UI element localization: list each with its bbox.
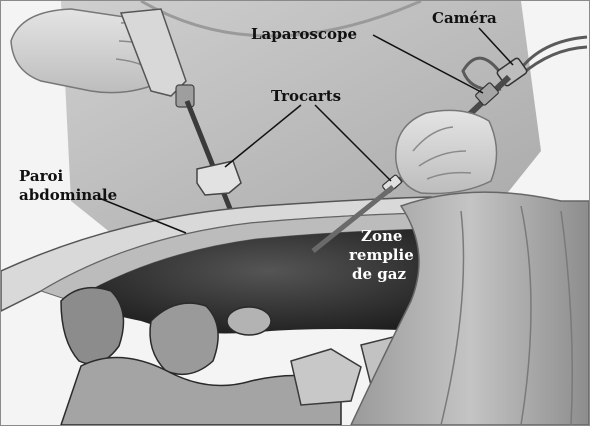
label-paroi-line2: abdominale <box>19 186 117 204</box>
leader-laparoscope <box>372 34 484 94</box>
gas-cavity <box>71 229 431 334</box>
label-trocarts: Trocarts <box>271 87 341 105</box>
laparoscope-eyepiece <box>475 82 499 106</box>
leader-trocarts-left <box>224 104 302 168</box>
drape-folds <box>440 205 573 425</box>
label-camera: Caméra <box>432 9 497 27</box>
laparoscope-internal <box>311 185 395 253</box>
right-fingers <box>412 126 472 180</box>
leader-camera <box>478 27 514 66</box>
label-laparoscope: Laparoscope <box>251 25 357 43</box>
leader-trocarts-right <box>314 104 392 182</box>
surgical-drape <box>350 191 589 425</box>
spine-vertebra <box>290 348 362 406</box>
label-zone-line1: Zone <box>361 227 402 245</box>
label-paroi-line1: Paroi <box>19 167 64 185</box>
right-hand <box>395 109 498 195</box>
instrument-handle-collar <box>175 84 195 108</box>
label-zone-line3: de gaz <box>352 265 406 283</box>
leader-paroi <box>98 197 187 234</box>
label-zone-line2: remplie <box>349 246 414 264</box>
organ-loop-2 <box>149 302 219 376</box>
organ-ovary <box>226 306 272 336</box>
surgeon-collar <box>140 1 422 38</box>
organ-loop-1 <box>60 286 125 365</box>
